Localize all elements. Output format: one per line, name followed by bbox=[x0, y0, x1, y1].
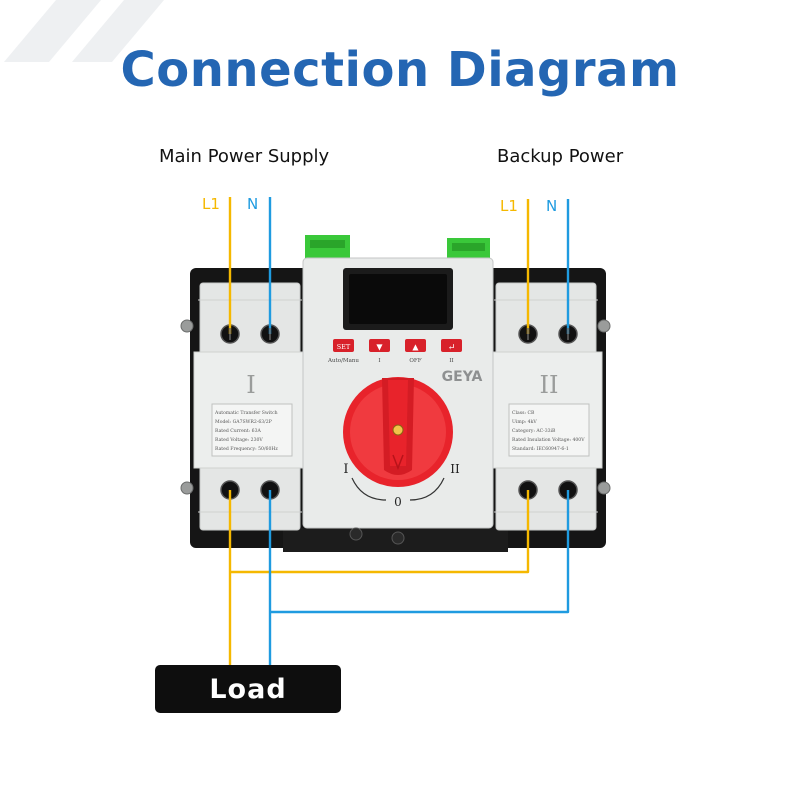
load-box: Load bbox=[155, 665, 341, 713]
earth-screw-icon bbox=[349, 527, 405, 545]
screw-icon bbox=[180, 481, 194, 495]
left-spec-line: Automatic Transfer Switch bbox=[214, 410, 278, 416]
right-module-numeral: II bbox=[540, 371, 559, 399]
button-enter-symbol: ↵ bbox=[448, 343, 456, 353]
brand-logo: GEYA bbox=[442, 369, 483, 385]
right-spec-label bbox=[508, 403, 590, 457]
right-spec-line: Uimp: 4kV bbox=[512, 419, 537, 425]
backup-n-label: N bbox=[546, 197, 558, 215]
right-spec-line: Class: CB bbox=[512, 410, 535, 416]
button-set[interactable]: SET Auto/Manu bbox=[327, 339, 359, 364]
line-bridge-wire bbox=[230, 490, 530, 574]
left-spec-line: Model: GA7SWR2-63/2P bbox=[215, 419, 272, 425]
left-spec-line: Rated Current: 63A bbox=[215, 428, 262, 434]
screw-icon bbox=[597, 481, 611, 495]
position-label-left: I bbox=[343, 462, 348, 477]
right-spec-line: Standard: IEC60947-6-1 bbox=[512, 446, 569, 452]
main-n-label: N bbox=[247, 195, 259, 213]
main-power-supply-label: Main Power Supply bbox=[159, 146, 330, 167]
left-spec-line: Rated Frequency: 50/60Hz bbox=[215, 446, 278, 452]
left-spec-line: Rated Voltage: 230V bbox=[215, 437, 263, 443]
right-spec-line: Category: AC-33iB bbox=[512, 428, 556, 434]
controller-body bbox=[302, 257, 494, 529]
position-arc-left bbox=[351, 477, 387, 501]
button-down[interactable]: ▼ I bbox=[369, 339, 390, 364]
position-label-right: II bbox=[450, 462, 460, 476]
main-l1-label: L1 bbox=[202, 195, 220, 213]
page-title: Connection Diagram bbox=[120, 42, 680, 98]
position-arc-right bbox=[409, 477, 445, 501]
right-breaker-module bbox=[491, 282, 611, 531]
position-label-center: 0 bbox=[394, 495, 402, 509]
right-spec-line: Rated Insulation Voltage: 400V bbox=[512, 437, 585, 443]
left-breaker-module bbox=[180, 282, 305, 531]
left-spec-label bbox=[211, 403, 293, 457]
backup-power-label: Backup Power bbox=[497, 146, 624, 167]
screw-icon bbox=[597, 319, 611, 333]
button-enter-caption: II bbox=[449, 358, 453, 364]
rotary-knob[interactable] bbox=[343, 377, 453, 487]
button-set-symbol: SET bbox=[337, 343, 351, 351]
neutral-bridge-wire bbox=[270, 490, 570, 614]
load-label: Load bbox=[209, 673, 287, 705]
button-up-caption: OFF bbox=[409, 358, 421, 364]
button-enter[interactable]: ↵ II bbox=[441, 339, 462, 364]
backup-l1-label: L1 bbox=[500, 197, 518, 215]
button-up-symbol: ▲ bbox=[412, 343, 419, 352]
button-set-caption: Auto/Manu bbox=[327, 358, 359, 364]
button-up[interactable]: ▲ OFF bbox=[405, 339, 426, 364]
button-down-caption: I bbox=[378, 358, 380, 364]
button-down-symbol: ▼ bbox=[376, 343, 383, 352]
screw-icon bbox=[180, 319, 194, 333]
left-module-numeral: I bbox=[246, 371, 255, 399]
